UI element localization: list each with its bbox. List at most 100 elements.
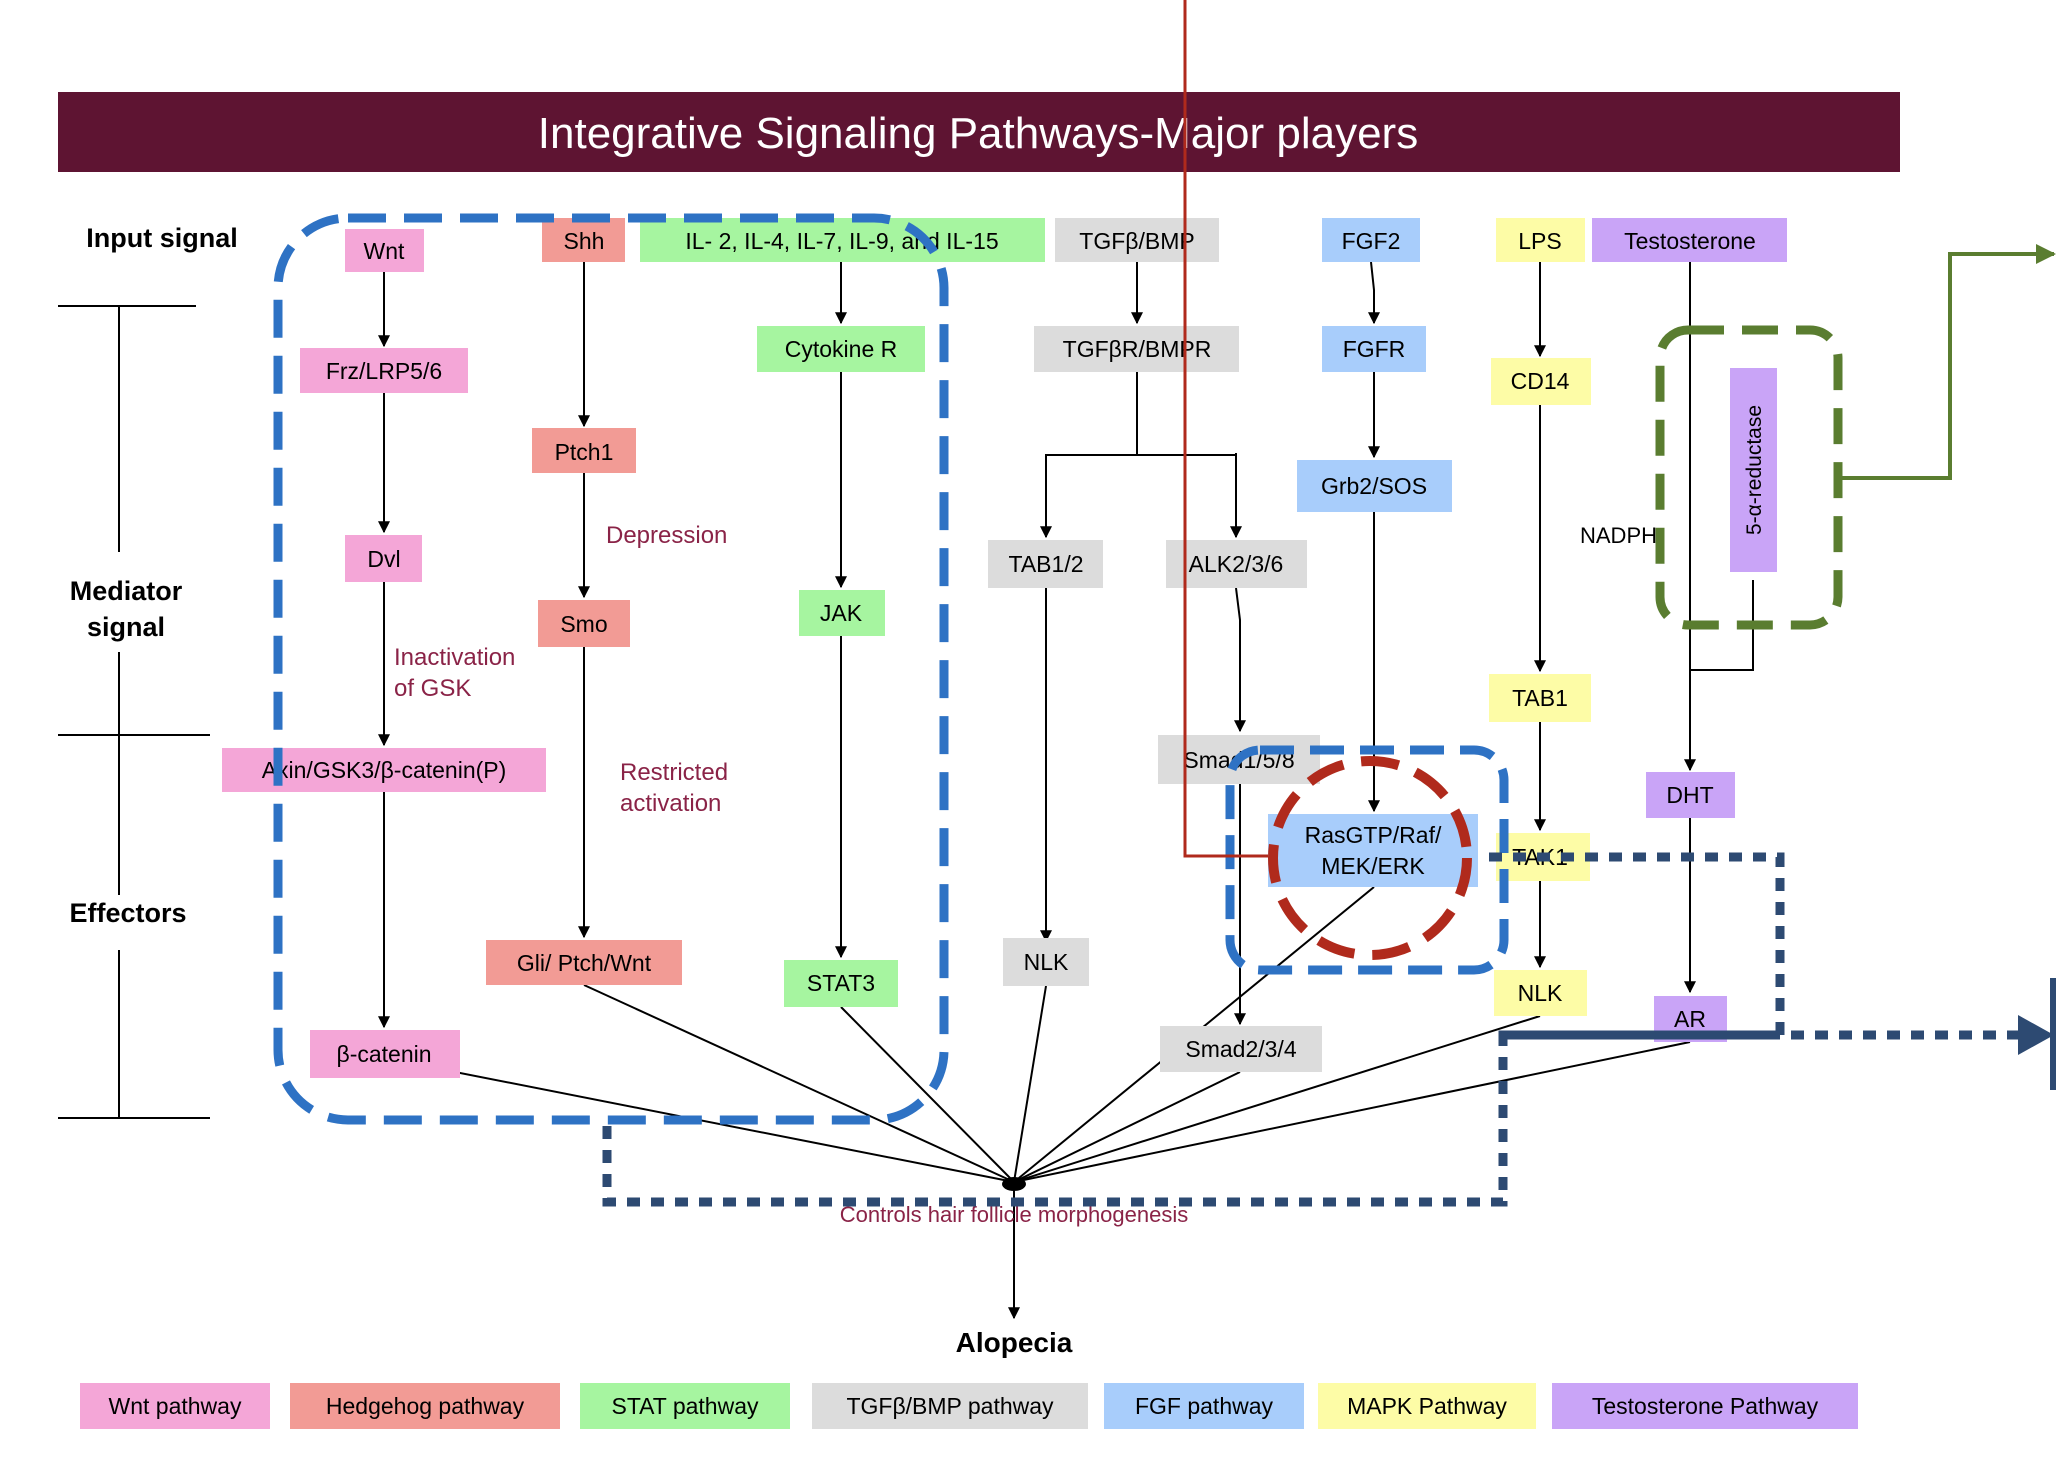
row-label-mediator-2: signal bbox=[87, 612, 165, 642]
svg-text:MEK/ERK: MEK/ERK bbox=[1321, 853, 1425, 879]
node-testosterone: Testosterone bbox=[1592, 218, 1787, 262]
svg-text:TGFβ/BMP pathway: TGFβ/BMP pathway bbox=[846, 1393, 1054, 1419]
node-cd14: CD14 bbox=[1491, 358, 1591, 405]
red-dashed-circle-ras-mek bbox=[1268, 756, 1472, 960]
svg-text:DHT: DHT bbox=[1666, 782, 1713, 808]
svg-text:ALK2/3/6: ALK2/3/6 bbox=[1189, 551, 1284, 577]
node-5a-reductase: 5-α-reductase bbox=[1730, 368, 1777, 572]
node-lps: LPS bbox=[1496, 218, 1585, 262]
svg-text:TGFβR/BMPR: TGFβR/BMPR bbox=[1063, 336, 1212, 362]
node-nlk-tgfb: NLK bbox=[1003, 938, 1089, 986]
svg-text:Axin/GSK3/β-catenin(P): Axin/GSK3/β-catenin(P) bbox=[262, 757, 507, 783]
svg-text:Wnt: Wnt bbox=[364, 238, 406, 264]
svg-text:Gli/ Ptch/Wnt: Gli/ Ptch/Wnt bbox=[517, 950, 652, 976]
svg-text:STAT3: STAT3 bbox=[807, 970, 875, 996]
legend-item-tgfb: TGFβ/BMP pathway bbox=[812, 1383, 1088, 1429]
convergence-point bbox=[1002, 1177, 1026, 1191]
legend-item-stat: STAT pathway bbox=[580, 1383, 790, 1429]
node-bcatenin: β-catenin bbox=[310, 1030, 460, 1078]
svg-text:Shh: Shh bbox=[564, 228, 605, 254]
svg-text:FGFR: FGFR bbox=[1343, 336, 1406, 362]
node-tgfb-bmp: TGFβ/BMP bbox=[1055, 218, 1219, 262]
svg-text:IL- 2, IL-4, IL-7, IL-9, and I: IL- 2, IL-4, IL-7, IL-9, and IL-15 bbox=[685, 228, 998, 254]
svg-text:FGF2: FGF2 bbox=[1342, 228, 1401, 254]
node-frz-lrp: Frz/LRP5/6 bbox=[300, 348, 468, 393]
svg-text:JAK: JAK bbox=[820, 600, 863, 626]
node-interleukins: IL- 2, IL-4, IL-7, IL-9, and IL-15 bbox=[640, 218, 1045, 262]
node-dvl: Dvl bbox=[345, 535, 422, 582]
node-stat3: STAT3 bbox=[784, 960, 898, 1007]
annotation-restricted-1: Restricted bbox=[620, 759, 728, 786]
svg-text:β-catenin: β-catenin bbox=[336, 1041, 431, 1067]
legend: Wnt pathway Hedgehog pathway STAT pathwa… bbox=[80, 1383, 1858, 1429]
node-fgf2: FGF2 bbox=[1322, 218, 1420, 262]
node-dht: DHT bbox=[1646, 772, 1735, 818]
svg-text:Dvl: Dvl bbox=[367, 546, 400, 572]
node-tab1: TAB1 bbox=[1489, 674, 1591, 722]
svg-text:Testosterone: Testosterone bbox=[1624, 228, 1756, 254]
node-tab12: TAB1/2 bbox=[988, 540, 1103, 588]
svg-text:Cytokine R: Cytokine R bbox=[785, 336, 897, 362]
navy-arrowhead bbox=[2018, 1015, 2054, 1055]
node-cytokine-r: Cytokine R bbox=[757, 326, 925, 372]
svg-text:Smo: Smo bbox=[560, 611, 607, 637]
annotation-depression: Depression bbox=[606, 522, 727, 549]
legend-item-fgf: FGF pathway bbox=[1104, 1383, 1304, 1429]
node-ras-raf-mek-erk: RasGTP/Raf/MEK/ERK bbox=[1268, 814, 1478, 887]
svg-text:Hedgehog pathway: Hedgehog pathway bbox=[326, 1393, 525, 1419]
row-labels: Input signal Mediator signal Effectors bbox=[69, 223, 237, 928]
annotation-inactivation-2: of GSK bbox=[394, 675, 471, 702]
svg-text:NLK: NLK bbox=[1024, 949, 1069, 975]
node-smo: Smo bbox=[538, 600, 630, 647]
node-gli-ptch-wnt: Gli/ Ptch/Wnt bbox=[486, 940, 682, 985]
svg-text:TAB1: TAB1 bbox=[1512, 685, 1568, 711]
svg-text:STAT pathway: STAT pathway bbox=[611, 1393, 759, 1419]
svg-text:MAPK Pathway: MAPK Pathway bbox=[1347, 1393, 1507, 1419]
node-tgfbr-bmpr: TGFβR/BMPR bbox=[1034, 326, 1239, 372]
title-bar bbox=[58, 92, 1900, 172]
legend-item-testosterone: Testosterone Pathway bbox=[1552, 1383, 1858, 1429]
pathway-annotations: Depression Inactivation of GSK Restricte… bbox=[394, 522, 1188, 1227]
pathway-edges bbox=[378, 261, 1754, 1320]
svg-text:LPS: LPS bbox=[1518, 228, 1561, 254]
annotation-inactivation-1: Inactivation bbox=[394, 644, 515, 671]
svg-text:Grb2/SOS: Grb2/SOS bbox=[1321, 473, 1427, 499]
legend-item-hedgehog: Hedgehog pathway bbox=[290, 1383, 560, 1429]
node-shh: Shh bbox=[542, 218, 625, 262]
node-ptch1: Ptch1 bbox=[532, 428, 636, 473]
node-grb2-sos: Grb2/SOS bbox=[1297, 460, 1452, 512]
node-axin-gsk3-bcatenin: Axin/GSK3/β-catenin(P) bbox=[222, 748, 546, 792]
row-separator-lines bbox=[58, 305, 210, 1119]
svg-text:NLK: NLK bbox=[1518, 980, 1563, 1006]
node-alk: ALK2/3/6 bbox=[1166, 540, 1307, 588]
node-wnt: Wnt bbox=[345, 229, 424, 272]
blue-dashed-region-ras-mek bbox=[1225, 745, 1509, 975]
svg-text:Testosterone Pathway: Testosterone Pathway bbox=[1592, 1393, 1819, 1419]
outcome-alopecia: Alopecia bbox=[956, 1327, 1073, 1358]
svg-text:CD14: CD14 bbox=[1511, 368, 1570, 394]
svg-text:Smad2/3/4: Smad2/3/4 bbox=[1185, 1036, 1296, 1062]
svg-text:Ptch1: Ptch1 bbox=[555, 439, 614, 465]
node-nlk-mapk: NLK bbox=[1494, 970, 1587, 1016]
node-smad234: Smad2/3/4 bbox=[1160, 1026, 1322, 1072]
legend-item-mapk: MAPK Pathway bbox=[1318, 1383, 1536, 1429]
diagram-title: Integrative Signaling Pathways-Major pla… bbox=[538, 109, 1418, 158]
svg-text:TGFβ/BMP: TGFβ/BMP bbox=[1079, 228, 1194, 254]
red-connector-line bbox=[1183, 0, 1268, 858]
blue-dashed-region-wnt-hh-stat bbox=[273, 213, 949, 1125]
row-label-input: Input signal bbox=[86, 223, 238, 253]
svg-text:RasGTP/Raf/: RasGTP/Raf/ bbox=[1305, 822, 1442, 848]
node-fgfr: FGFR bbox=[1322, 326, 1426, 372]
legend-item-wnt: Wnt pathway bbox=[80, 1383, 270, 1429]
svg-text:AR: AR bbox=[1674, 1006, 1706, 1032]
row-label-mediator-1: Mediator bbox=[70, 576, 183, 606]
annotation-nadph: NADPH bbox=[1580, 523, 1657, 548]
node-jak: JAK bbox=[799, 590, 885, 636]
svg-text:TAB1/2: TAB1/2 bbox=[1009, 551, 1084, 577]
svg-text:FGF pathway: FGF pathway bbox=[1135, 1393, 1274, 1419]
row-label-effectors: Effectors bbox=[69, 898, 186, 928]
svg-text:5-α-reductase: 5-α-reductase bbox=[1743, 405, 1766, 535]
svg-text:Wnt pathway: Wnt pathway bbox=[109, 1393, 242, 1419]
annotation-restricted-2: activation bbox=[620, 790, 721, 817]
